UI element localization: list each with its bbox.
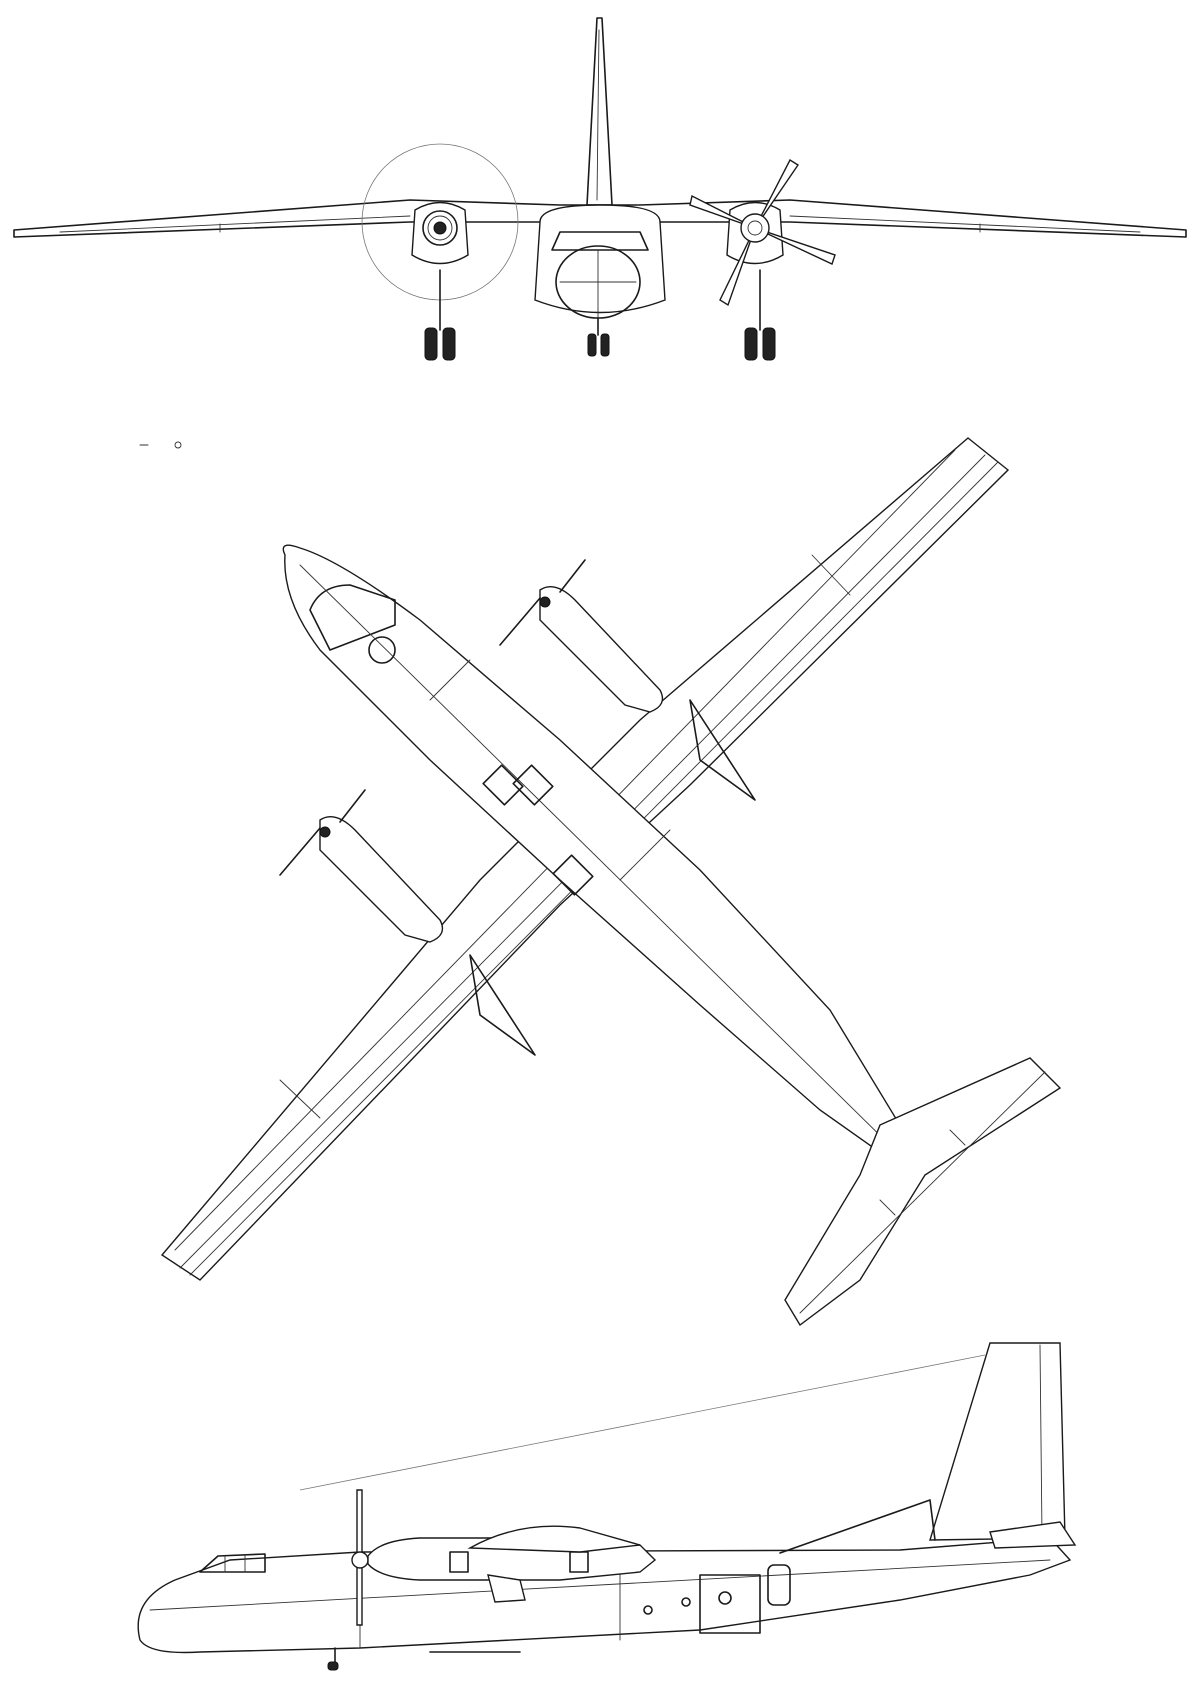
top-upper-nacelle (499, 559, 756, 801)
side-propeller (351, 1489, 369, 1626)
front-right-main-gear (744, 269, 776, 361)
side-vertical-fin (929, 1342, 1066, 1541)
side-cockpit-windows (199, 1553, 266, 1573)
top-view (160, 437, 1062, 1327)
side-view (137, 1342, 1077, 1671)
front-vertical-fin (586, 17, 613, 206)
front-wing (13, 199, 1187, 238)
side-nose-gear (327, 1647, 339, 1671)
top-lower-nacelle (279, 789, 536, 1056)
side-rear-door (767, 1564, 791, 1606)
top-fuselage (282, 544, 924, 1177)
front-view (13, 17, 1187, 361)
side-exhaust (487, 1574, 526, 1603)
side-horizontal-stabilizer (989, 1521, 1077, 1549)
front-fuselage (534, 204, 666, 314)
side-cargo-door (699, 1574, 761, 1634)
front-right-propeller (689, 159, 836, 307)
front-left-main-gear (424, 269, 456, 361)
front-nose-gear (587, 317, 610, 357)
stray-mark (139, 441, 182, 449)
side-wing-root (467, 1525, 641, 1553)
